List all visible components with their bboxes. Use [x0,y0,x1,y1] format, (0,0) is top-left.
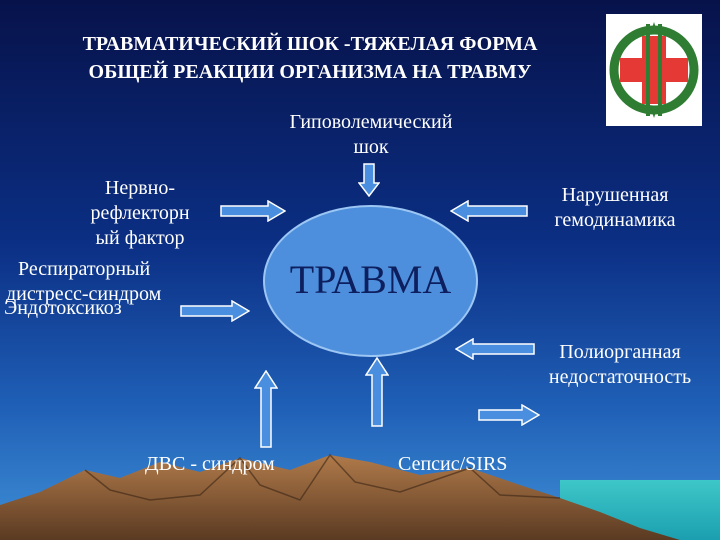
dic-syndrome-label: ДВС - синдром [145,453,275,475]
multiorgan-failure-label: Полиорганная недостаточность [548,341,692,388]
arrow-right-nervous [220,200,286,222]
respiratory-distress-label-2: дистресс-синдром [6,283,162,305]
title-line-1: ТРАВМАТИЧЕСКИЙ ШОК -ТЯЖЕЛАЯ ФОРМА [82,33,538,55]
arrow-down-hypovolemic [358,163,380,197]
endotoxicosis-label: Эндотоксикоз [4,297,122,319]
slide-title: ТРАВМАТИЧЕСКИЙ ШОК -ТЯЖЕЛАЯ ФОРМА ОБЩЕЙ … [10,30,610,86]
arrow-right-bottom [478,404,540,426]
sepsis-sirs-label: Сепсис/SIRS [398,453,508,475]
arrow-up-dic [254,370,278,448]
title-line-2: ОБЩЕЙ РЕАКЦИИ ОРГАНИЗМА НА ТРАВМУ [88,61,532,83]
impaired-hemodynamics-label: Нарушенная гемодинамика [554,184,676,231]
arrow-right-endotoxicosis [180,300,250,322]
arrow-left-multiorgan [455,338,535,360]
arrow-up-sepsis [365,357,389,427]
respiratory-distress-label-1: Респираторный [18,258,151,280]
center-ellipse [263,205,478,357]
medical-emblem-icon [606,14,702,126]
arrow-left-hemodynamics [450,200,528,222]
center-trauma-label: ТРАВМА [289,257,452,302]
nervous-reflex-factor-label: Нервно- рефлекторн ый фактор [90,177,190,249]
hypovolemic-shock-label: Гиповолемический шок [289,111,453,158]
